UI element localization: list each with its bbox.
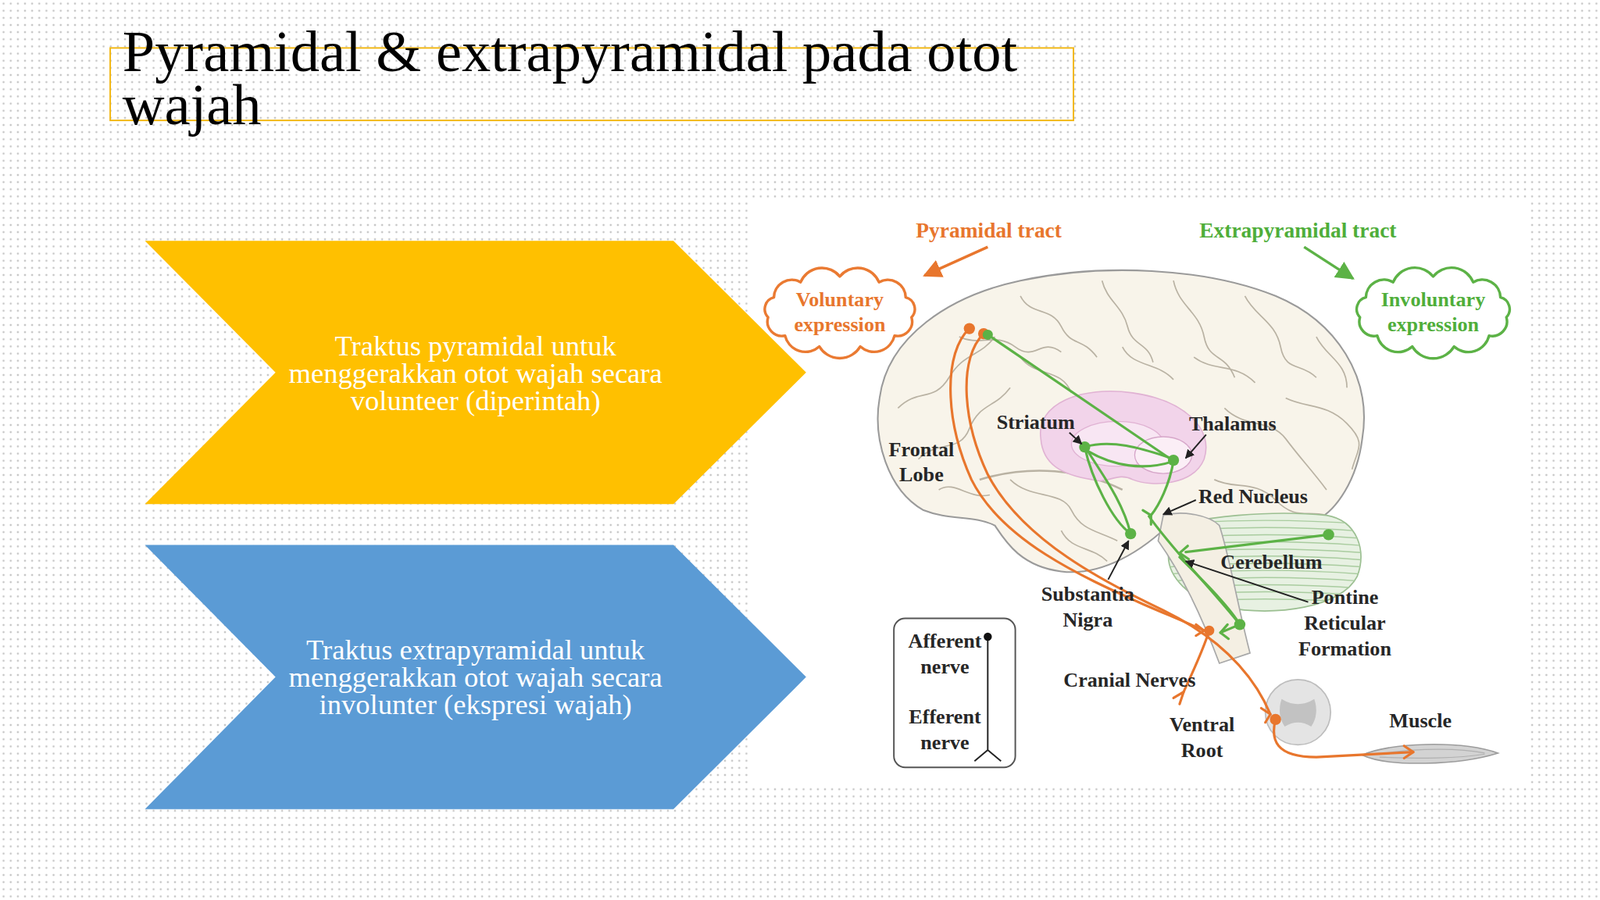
region-label: Red Nucleus bbox=[1160, 482, 1345, 509]
tract-arrow bbox=[924, 246, 988, 276]
tract-arrow bbox=[1303, 246, 1354, 279]
node-text-area: Traktus pyramidal untuk menggerakkan oto… bbox=[271, 240, 679, 504]
image-panel bbox=[750, 200, 1531, 786]
axon-terminal bbox=[1196, 624, 1204, 636]
tract-title: Pyramidal tract bbox=[866, 217, 1111, 244]
region-label: Substantia Nigra bbox=[1031, 581, 1144, 633]
gyrus-line bbox=[1122, 346, 1174, 380]
leader-line bbox=[1107, 540, 1129, 580]
neuron-body bbox=[982, 329, 993, 340]
leader-line bbox=[1185, 434, 1207, 458]
region-label: Ventral Root bbox=[1160, 711, 1243, 763]
nigro-striatal-fibre bbox=[1087, 450, 1131, 534]
node-text: Voluntary expression bbox=[778, 286, 902, 338]
node-text: Involuntary expression bbox=[1366, 286, 1500, 338]
voluntary-cloud-outline bbox=[757, 266, 923, 359]
gyrus-line bbox=[1285, 397, 1360, 469]
involuntary-cloud: Involuntary expression bbox=[1349, 266, 1518, 359]
region-label: Muscle bbox=[1359, 707, 1483, 734]
region-label: Frontal Lobe bbox=[880, 435, 962, 487]
gyrus-line bbox=[939, 486, 990, 496]
region-label: Pontine Reticular Formation bbox=[1289, 584, 1402, 661]
gyrus-line bbox=[1316, 336, 1347, 388]
yellow-chevron: Traktus pyramidal untuk menggerakkan oto… bbox=[144, 240, 806, 504]
legend-text: Efferent nerve bbox=[899, 703, 992, 755]
cloud-shape bbox=[1357, 267, 1511, 359]
node-text-area: Involuntary expression bbox=[1366, 266, 1500, 359]
region-label: Striatum bbox=[953, 408, 1118, 435]
neuron-body bbox=[1269, 714, 1281, 725]
slide-title: Pyramidal & extrapyramidal pada otot waj… bbox=[122, 25, 1083, 133]
axon-terminal bbox=[1220, 624, 1229, 639]
region-label: Cerebellum bbox=[1184, 548, 1358, 575]
spinal-grey-matter bbox=[1279, 699, 1317, 727]
chevron-shape bbox=[144, 240, 806, 504]
striatum-shape bbox=[1040, 391, 1207, 484]
region-label: Thalamus bbox=[1150, 410, 1315, 437]
pyramidal-pathway bbox=[950, 328, 1414, 759]
node-text-area: Voluntary expression bbox=[778, 266, 902, 359]
legend-afferent-dot bbox=[983, 632, 992, 641]
involuntary-cloud-outline bbox=[1349, 266, 1518, 359]
cerebellar-fibre bbox=[1185, 534, 1329, 552]
axon-terminal bbox=[1260, 707, 1271, 722]
node-text-area: Traktus extrapyramidal untuk menggerakka… bbox=[271, 544, 679, 809]
rubral-fibre bbox=[1150, 460, 1174, 515]
brainstem-shape bbox=[1157, 513, 1250, 664]
legend-text: Afferent nerve bbox=[899, 628, 992, 679]
axon-terminal bbox=[1173, 692, 1184, 705]
thalamo-striatal-fibre bbox=[1087, 450, 1174, 467]
gyrus-line bbox=[1010, 479, 1118, 541]
chevron-shape bbox=[144, 544, 806, 809]
blue-chevron: Traktus extrapyramidal untuk menggerakka… bbox=[144, 544, 806, 809]
gyrus-line bbox=[1193, 357, 1255, 383]
legend-box bbox=[893, 618, 1015, 768]
region-label: Cranial Nerves bbox=[1027, 667, 1232, 693]
node-text: Traktus pyramidal untuk menggerakkan oto… bbox=[271, 331, 679, 415]
neuron-body bbox=[964, 322, 975, 334]
extrapyramidal-neurons bbox=[982, 329, 1335, 631]
leader-lines bbox=[1069, 432, 1309, 603]
leader-line bbox=[1163, 500, 1197, 515]
legend-nerve-sample bbox=[974, 636, 1001, 761]
tract-title: Extrapyramidal tract bbox=[1165, 217, 1432, 244]
striato-nigral-fibre bbox=[1084, 446, 1131, 534]
neuron-body bbox=[1322, 528, 1334, 540]
neuron-body bbox=[1203, 625, 1215, 636]
neuron-body bbox=[1125, 528, 1136, 540]
gyrus-line bbox=[1102, 280, 1154, 362]
neuron-body bbox=[1234, 618, 1246, 630]
gyrus-line bbox=[897, 336, 995, 408]
neuron-body bbox=[1167, 454, 1179, 466]
gyrus-line bbox=[1244, 296, 1316, 378]
node-text: Traktus extrapyramidal untuk menggerakka… bbox=[271, 635, 679, 719]
cloud-shape bbox=[764, 267, 915, 359]
gyrus-line bbox=[1020, 296, 1097, 358]
leader-line bbox=[1069, 432, 1083, 444]
axon-terminal bbox=[1403, 746, 1414, 759]
voluntary-cloud: Voluntary expression bbox=[757, 266, 923, 359]
cortical-projection bbox=[987, 334, 1169, 458]
